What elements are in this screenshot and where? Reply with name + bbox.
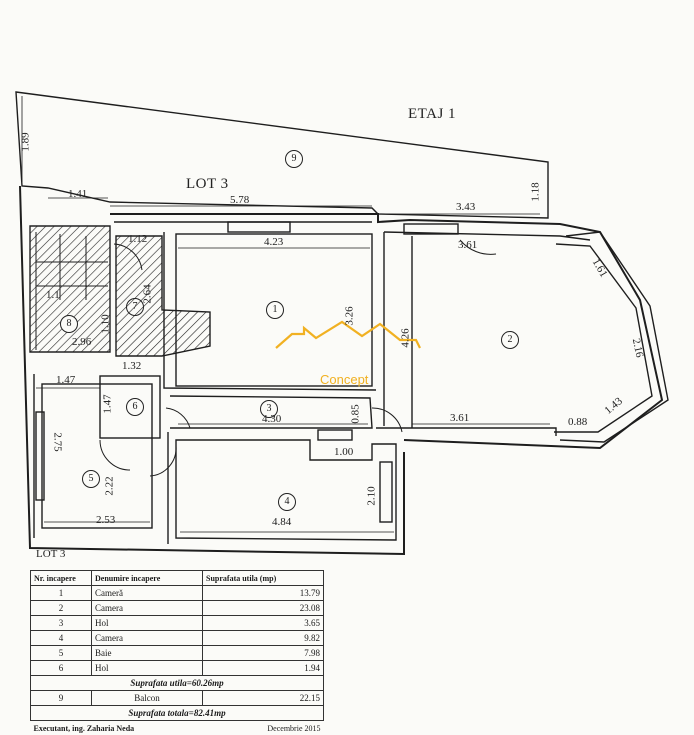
table-row: 1 Cameră 13.79: [31, 586, 324, 601]
dim-label: 4.84: [272, 516, 291, 528]
room-number-4: 4: [278, 493, 296, 511]
author-text: Executant, ing. Zaharia Neda: [31, 721, 203, 735]
dim-label: 2.22: [104, 476, 116, 495]
dim-label: 2.96: [72, 336, 91, 348]
cell-area: 3.65: [203, 616, 324, 631]
dim-label: 2.75: [52, 432, 64, 451]
table-row: 4 Camera 9.82: [31, 631, 324, 646]
cell-name: Camera: [92, 601, 203, 616]
dim-label: 0.85: [350, 404, 362, 423]
dim-label: 3.61: [450, 412, 469, 424]
lot-label-bottom: LOT 3: [36, 548, 65, 560]
dim-label: 1.10: [100, 314, 112, 333]
cell-nr: 9: [31, 691, 92, 706]
cell-name: Hol: [92, 661, 203, 676]
room-number-7: 7: [126, 298, 144, 316]
cell-nr: 2: [31, 601, 92, 616]
cell-nr: 6: [31, 661, 92, 676]
dim-label: 5.78: [230, 194, 249, 206]
room-number-3: 3: [260, 400, 278, 418]
dim-label: 1.12: [128, 233, 147, 245]
dim-label: 1.89: [20, 132, 32, 151]
dim-label: 1.47: [56, 374, 75, 386]
cell-name: Hol: [92, 616, 203, 631]
subtotal-row: Suprafata utila=60.26mp: [31, 676, 324, 691]
dim-label: 3.61: [458, 239, 477, 251]
room-number-2: 2: [501, 331, 519, 349]
col-header-name: Denumire incapere: [92, 571, 203, 586]
dim-label: 1.32: [122, 360, 141, 372]
date-text: Decembrie 2015: [203, 721, 324, 735]
dim-label: 4.26: [400, 328, 412, 347]
room-number-6: 6: [126, 398, 144, 416]
dim-label: 4.23: [264, 236, 283, 248]
dim-label: 1.1: [46, 289, 60, 301]
footer-row: Executant, ing. Zaharia Neda Decembrie 2…: [31, 721, 324, 735]
table-row: 3 Hol 3.65: [31, 616, 324, 631]
dim-label: 0.88: [568, 416, 587, 428]
table-row: 9 Balcon 22.15: [31, 691, 324, 706]
dim-label: 3.26: [344, 306, 356, 325]
dim-label: 3.43: [456, 201, 475, 213]
table-row: 6 Hol 1.94: [31, 661, 324, 676]
dim-label: 1.18: [530, 182, 542, 201]
cell-nr: 1: [31, 586, 92, 601]
door-arc-3: [166, 408, 190, 428]
room-7-hatch: [116, 236, 210, 356]
balcony-outline: [16, 92, 548, 218]
watermark-logo: [276, 322, 420, 348]
dim-label: 2.10: [366, 486, 378, 505]
col-header-nr: Nr. incapere: [31, 571, 92, 586]
door-arc-4: [100, 440, 130, 470]
table-header-row: Nr. incapere Denumire incapere Suprafata…: [31, 571, 324, 586]
inner-top-double: [114, 222, 590, 240]
stair-hatch: [30, 226, 110, 352]
cell-name: Balcon: [92, 691, 203, 706]
room-number-5: 5: [82, 470, 100, 488]
cell-name: Camera: [92, 631, 203, 646]
cell-name: Cameră: [92, 586, 203, 601]
area-table: Nr. incapere Denumire incapere Suprafata…: [30, 570, 324, 735]
cell-name: Baie: [92, 646, 203, 661]
dim-label: 1.47: [102, 394, 114, 413]
dim-label: 1.41: [68, 188, 87, 200]
table-row: 2 Camera 23.08: [31, 601, 324, 616]
room-number-8: 8: [60, 315, 78, 333]
cell-nr: 4: [31, 631, 92, 646]
room-number-9: 9: [285, 150, 303, 168]
table-row: 5 Baie 7.98: [31, 646, 324, 661]
col-header-area: Suprafata utila (mp): [203, 571, 324, 586]
cell-area: 1.94: [203, 661, 324, 676]
dim-label: 2.53: [96, 514, 115, 526]
cell-area: 23.08: [203, 601, 324, 616]
lot-label-top: LOT 3: [186, 176, 229, 193]
total-row: Suprafata totala=82.41mp: [31, 706, 324, 721]
dim-label: 2.64: [142, 284, 154, 303]
cell-area: 22.15: [203, 691, 324, 706]
cell-area: 9.82: [203, 631, 324, 646]
room-number-1: 1: [266, 301, 284, 319]
cell-area: 13.79: [203, 586, 324, 601]
door-arc-5: [150, 446, 176, 476]
dim-label: 1.00: [334, 446, 353, 458]
watermark-text: Concept: [320, 372, 368, 387]
cell-area: 7.98: [203, 646, 324, 661]
total-text: Suprafata totala=82.41mp: [31, 706, 324, 721]
cell-nr: 3: [31, 616, 92, 631]
cell-nr: 5: [31, 646, 92, 661]
floor-title: ETAJ 1: [408, 106, 456, 123]
subtotal-text: Suprafata utila=60.26mp: [31, 676, 324, 691]
